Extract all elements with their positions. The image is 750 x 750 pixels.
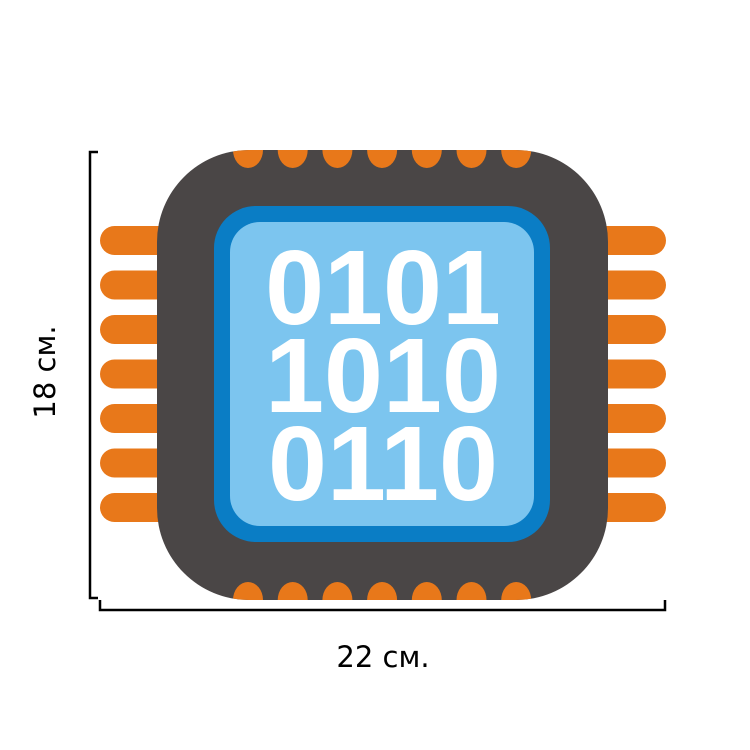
width-label: 22 см.	[336, 640, 429, 674]
pin-right	[590, 226, 666, 255]
binary-line-1: 0101	[265, 229, 501, 347]
pin-top	[233, 150, 263, 168]
pin-right	[590, 359, 666, 389]
pin-bottom	[233, 582, 263, 600]
pin-bottom	[367, 582, 398, 600]
pin-right	[590, 315, 666, 344]
pin-bottom	[322, 582, 353, 600]
pin-bottom	[277, 582, 308, 600]
pin-top	[322, 150, 353, 168]
binary-line-2: 1010	[265, 317, 501, 435]
pin-right	[590, 270, 666, 300]
pin-top	[367, 150, 398, 168]
height-dimension-line	[88, 150, 98, 600]
pin-top	[456, 150, 487, 168]
pin-right	[590, 448, 666, 478]
pin-right	[590, 493, 666, 522]
height-label: 18 см.	[28, 325, 62, 418]
pin-bottom	[501, 582, 532, 600]
pin-top	[277, 150, 308, 168]
pin-top	[411, 150, 442, 168]
die	[230, 222, 534, 526]
pin-bottom	[411, 582, 442, 600]
pin-top	[501, 150, 532, 168]
top-bottom-pins	[233, 150, 532, 600]
width-dimension-line	[98, 600, 667, 612]
pin-right	[590, 404, 666, 433]
binary-line-3: 0110	[268, 405, 498, 523]
pin-bottom	[456, 582, 487, 600]
